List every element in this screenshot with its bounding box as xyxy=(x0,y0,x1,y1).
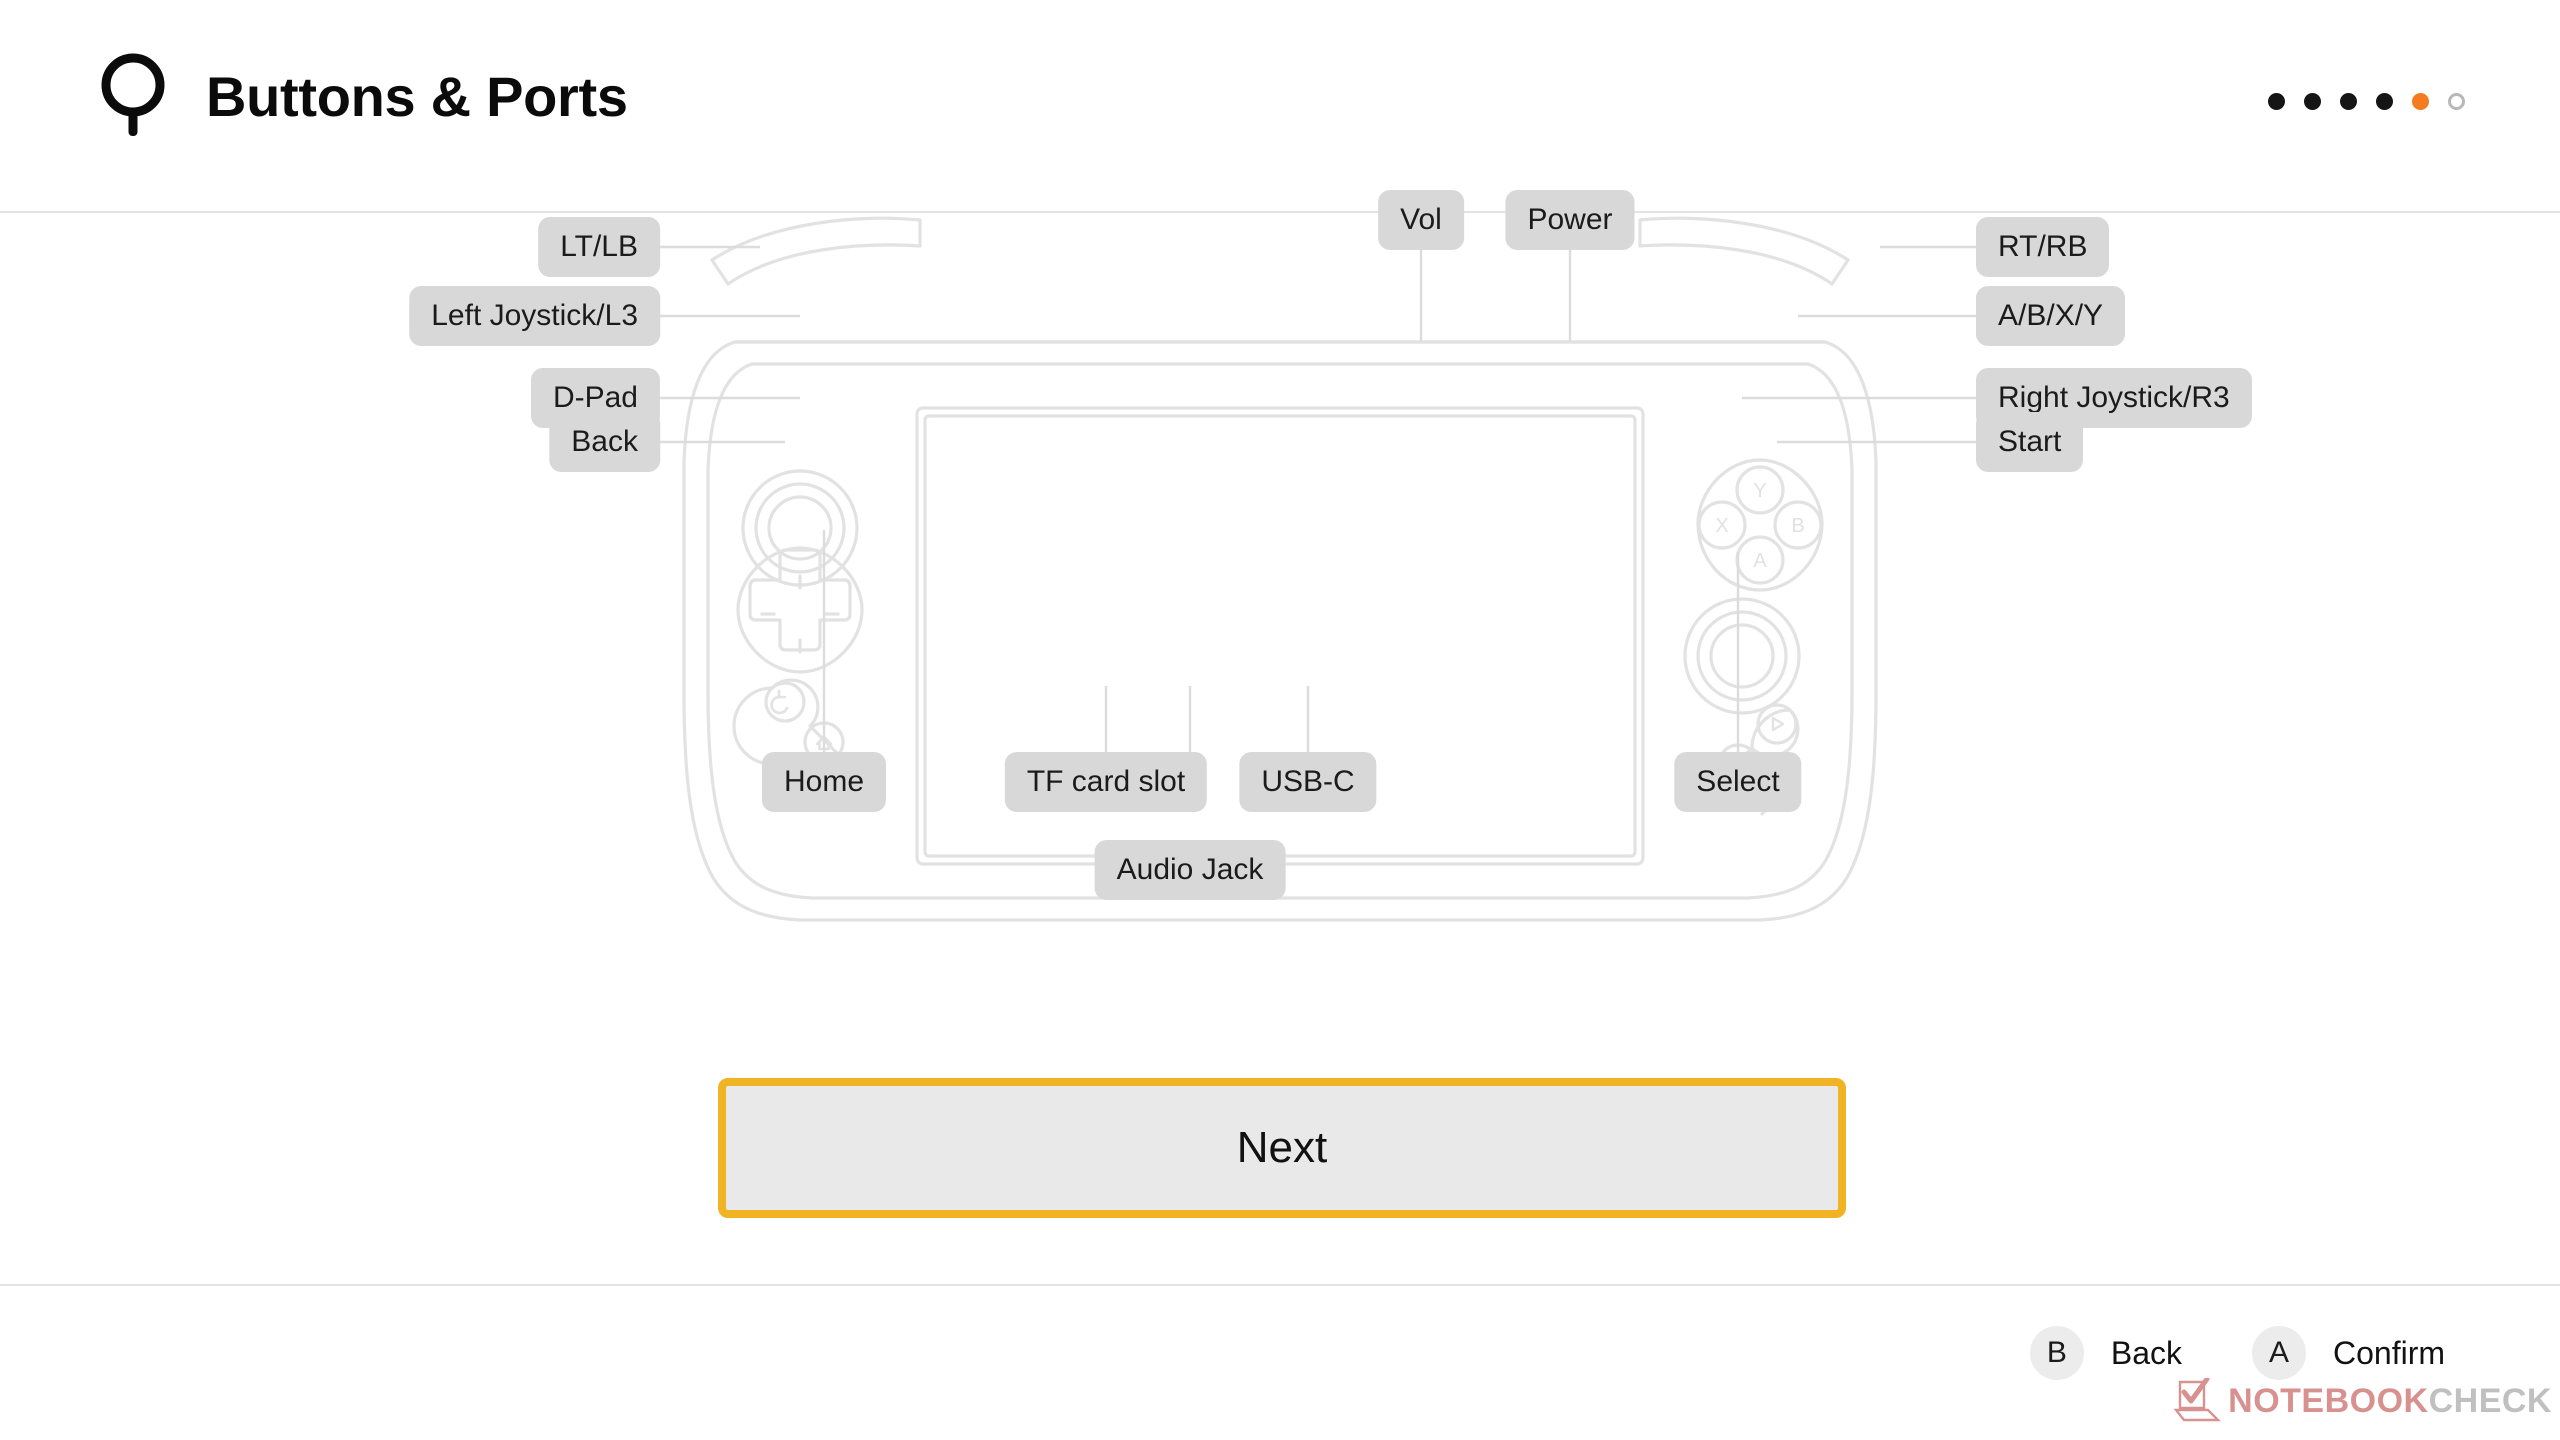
left-shoulder-bumper xyxy=(710,216,922,286)
callout-back[interactable]: Back xyxy=(549,412,660,472)
abxy-letters: Y X B A xyxy=(1715,480,1804,572)
callout-start[interactable]: Start xyxy=(1976,412,2084,472)
right-joystick-ring-outer xyxy=(1683,597,1801,715)
device-body-inner xyxy=(706,362,1854,900)
joystick-icon xyxy=(101,53,165,136)
button-x-letter: X xyxy=(1715,515,1728,537)
hint-back-label: Back xyxy=(2110,1334,2182,1371)
back-arrow-icon xyxy=(770,689,789,715)
callout-lt-lb[interactable]: LT/LB xyxy=(538,217,660,277)
callout-vol[interactable]: Vol xyxy=(1378,190,1464,250)
page-dot-6[interactable] xyxy=(2448,93,2465,110)
left-joystick-cap xyxy=(767,495,833,561)
header-divider xyxy=(0,211,2560,213)
page-dot-2[interactable] xyxy=(2304,93,2321,110)
d-pad-cross xyxy=(748,548,852,652)
button-y-letter: Y xyxy=(1753,480,1766,502)
button-x xyxy=(1697,500,1747,550)
callout-left-joystick[interactable]: Left Joystick/L3 xyxy=(409,286,660,346)
header-title-group: Buttons & Ports xyxy=(100,52,628,142)
back-button-circle xyxy=(764,681,806,723)
callout-home[interactable]: Home xyxy=(761,752,887,812)
button-b xyxy=(1773,500,1823,550)
d-pad-housing xyxy=(736,546,864,674)
d-pad-direction-marks xyxy=(760,574,840,654)
page-dot-3[interactable] xyxy=(2340,93,2357,110)
button-b-badge: B xyxy=(2029,1326,2084,1380)
footer-divider xyxy=(0,1284,2560,1286)
right-joystick-ring-mid xyxy=(1696,610,1788,702)
device-illustration: Y X B A xyxy=(660,216,1976,922)
callout-tf-card-slot[interactable]: TF card slot xyxy=(1004,752,1208,812)
page-footer: B Back A Confirm xyxy=(0,1286,2560,1440)
button-a-badge: A xyxy=(2251,1326,2306,1380)
abxy-cluster xyxy=(1696,458,1824,592)
callout-usb-c[interactable]: USB-C xyxy=(1239,752,1377,812)
button-a-letter: A xyxy=(1753,550,1767,572)
button-b-letter: B xyxy=(1791,515,1804,537)
right-shoulder-bumper xyxy=(1638,216,1850,286)
page-dot-1[interactable] xyxy=(2268,93,2285,110)
callout-abxy[interactable]: A/B/X/Y xyxy=(1976,286,2126,346)
hint-back[interactable]: B Back xyxy=(2029,1326,2182,1380)
page-indicator xyxy=(2268,93,2465,110)
page-header: Buttons & Ports xyxy=(0,0,2560,213)
button-y xyxy=(1735,465,1785,515)
page-dot-5-active[interactable] xyxy=(2412,93,2429,110)
left-joystick-ring-mid xyxy=(754,482,846,574)
abxy-housing xyxy=(1696,458,1824,592)
device-diagram: Y X B A Vol P xyxy=(0,190,2560,1285)
start-play-icon xyxy=(1771,716,1785,732)
page-title: Buttons & Ports xyxy=(206,65,628,128)
right-joystick-cap xyxy=(1709,623,1775,689)
device-body-outer xyxy=(682,340,1878,922)
callout-select[interactable]: Select xyxy=(1674,752,1802,812)
next-button[interactable]: Next xyxy=(718,1078,1846,1218)
callout-audio-jack[interactable]: Audio Jack xyxy=(1094,840,1286,900)
start-button-circle xyxy=(1756,703,1798,745)
callout-power[interactable]: Power xyxy=(1505,190,1635,250)
footer-hints: B Back A Confirm xyxy=(2029,1326,2445,1380)
left-joystick-ring-outer xyxy=(741,469,859,587)
page-dot-4[interactable] xyxy=(2376,93,2393,110)
hint-confirm[interactable]: A Confirm xyxy=(2251,1326,2445,1380)
callout-rt-rb[interactable]: RT/RB xyxy=(1976,217,2110,277)
hint-confirm-label: Confirm xyxy=(2332,1334,2445,1371)
